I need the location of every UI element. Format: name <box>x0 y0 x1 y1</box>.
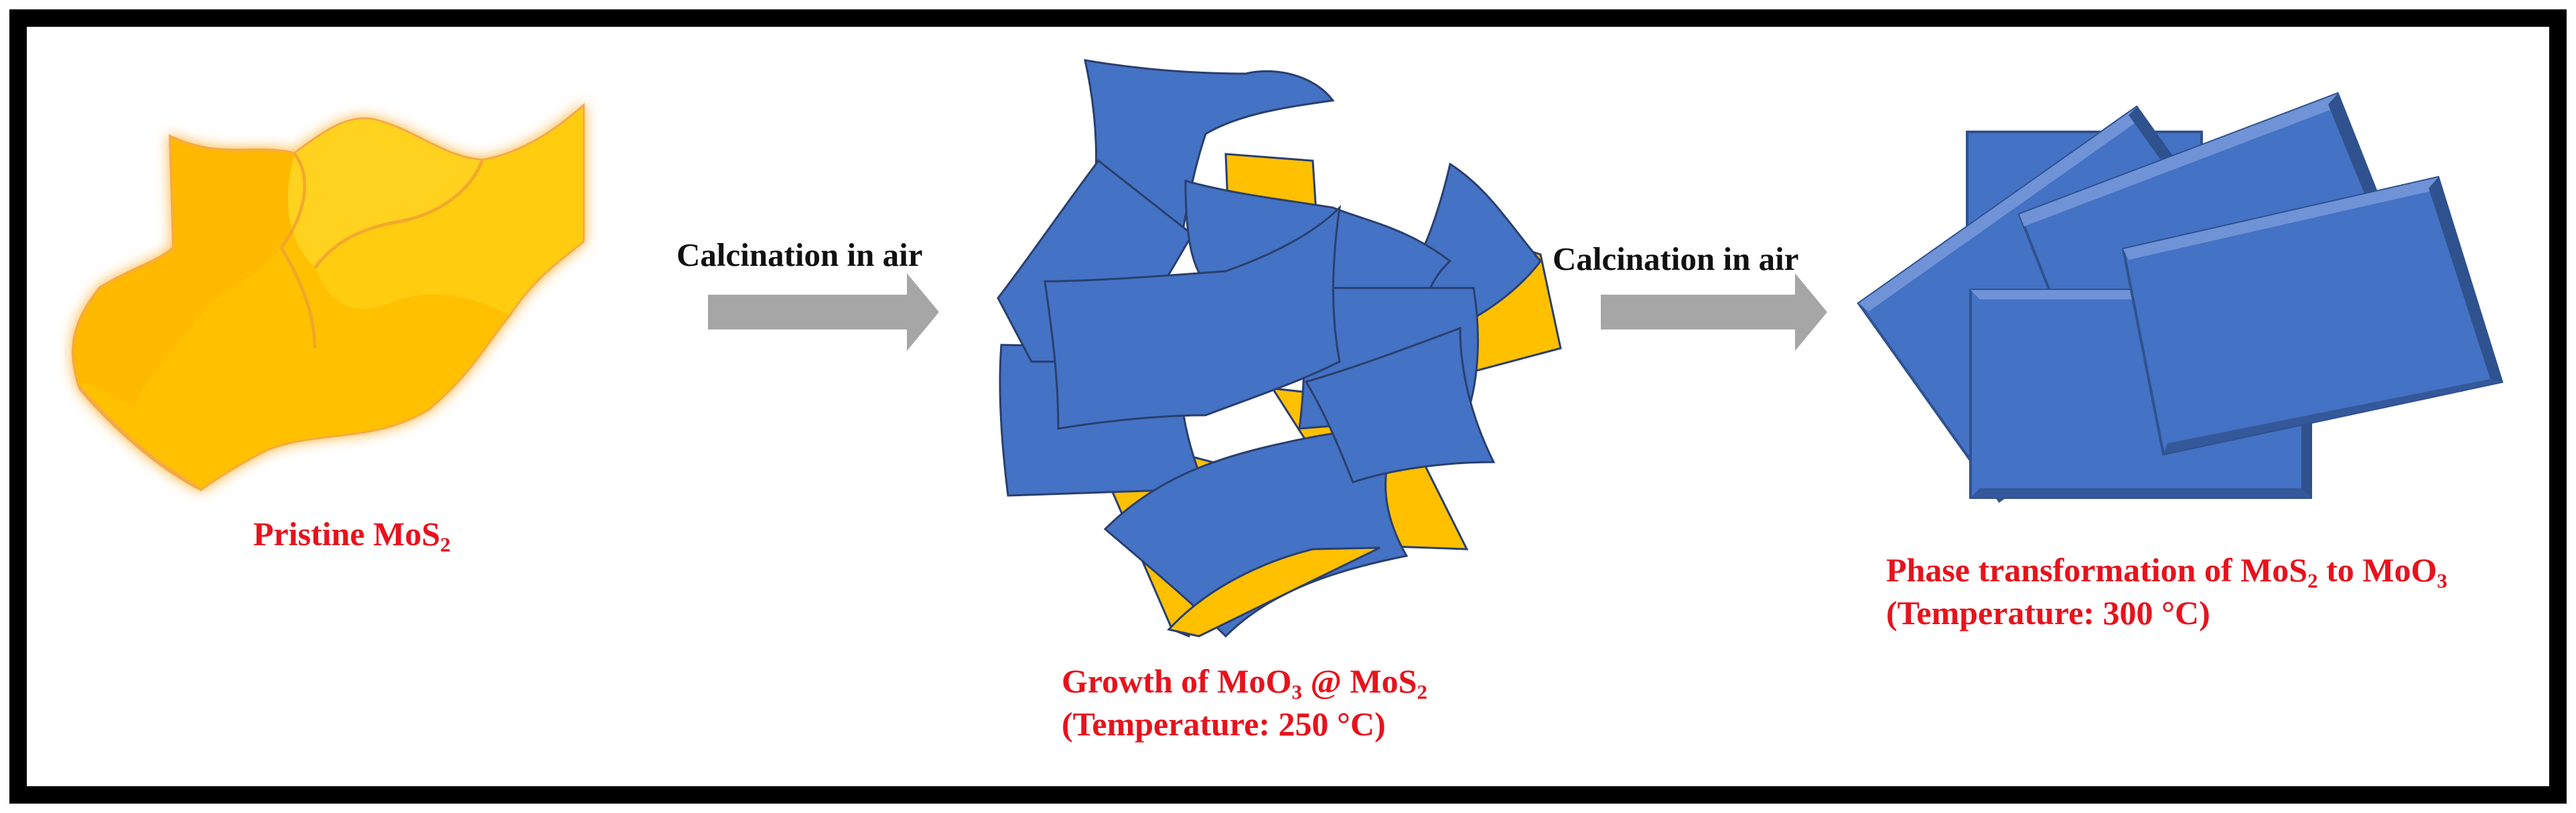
growth-temperature: (Temperature: 250 °C) <box>1062 705 1386 743</box>
arrow-right-icon <box>708 273 939 351</box>
arrow-label-2: Calcination in air <box>1553 240 1799 277</box>
pristine-mos2-illustration <box>72 102 585 492</box>
moo3-on-mos2-illustration <box>997 59 1562 638</box>
mos2-fold-left <box>74 137 305 409</box>
phase-transformation-label: Phase transformation of MoS2 to MoO3 (Te… <box>1886 553 2447 630</box>
growth-label: Growth of MoO3 @ MoS2 (Temperature: 250 … <box>1062 664 1427 741</box>
growth-title: Growth of MoO3 @ MoS2 <box>1062 662 1427 704</box>
phase-temperature: (Temperature: 300 °C) <box>1886 594 2210 632</box>
moo3-slabs-illustration <box>1857 92 2504 503</box>
arrow-right-icon-2 <box>1601 273 1827 351</box>
pristine-mos2-label: Pristine MoS2 <box>253 515 451 557</box>
moo3-slab-tilted-front <box>2121 175 2504 456</box>
arrow-label-1: Calcination in air <box>676 236 923 273</box>
mos2-fold-bottom <box>134 248 509 489</box>
mos2-fold-right <box>315 107 583 315</box>
phase-title: Phase transformation of MoS2 to MoO3 <box>1886 551 2447 593</box>
mos2-crease-lines <box>279 153 484 349</box>
mos2-fold-top <box>288 119 482 268</box>
